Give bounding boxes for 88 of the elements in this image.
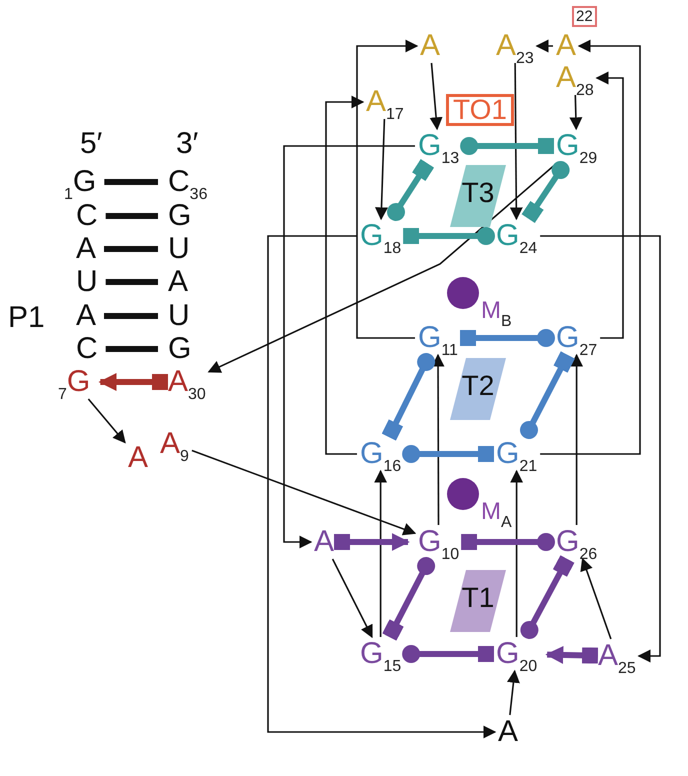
- nucleotide-label: A$_{17}$: [366, 86, 404, 118]
- nucleotide-label: A: [556, 30, 576, 62]
- backbone-arrow: [332, 558, 373, 638]
- nucleotide-label: A: [314, 526, 334, 558]
- ion-sphere: [447, 478, 479, 510]
- base-pair-bar: [382, 557, 436, 641]
- backbone-arrow: [540, 40, 641, 455]
- backbone-arrow: [510, 63, 523, 220]
- nucleotide-label: G$_{10}$: [418, 526, 460, 558]
- backbone-arrow: [375, 118, 388, 220]
- base-pair-bar: [104, 313, 158, 319]
- base-pair-bar: [106, 346, 158, 352]
- nucleotide-label: A: [76, 300, 96, 332]
- nucleotide-label: $_{1}$G: [64, 166, 96, 198]
- base-pair-bar: [402, 645, 494, 663]
- nucleotide-label: A: [168, 266, 188, 298]
- backbone-arrow: [596, 72, 624, 339]
- residue-number-box: 22: [572, 6, 597, 27]
- backbone-arrow: [569, 94, 582, 130]
- base-pair-bar: [403, 227, 495, 245]
- nucleotide-label: A: [76, 233, 96, 265]
- base-pair-bar: [520, 351, 575, 439]
- ion-label: M$_{A}$: [481, 498, 512, 526]
- backbone-arrow: [570, 354, 584, 525]
- nucleotide-label: G$_{11}$: [418, 322, 458, 354]
- backbone-arrow: [510, 470, 524, 637]
- nucleotide-label: A: [128, 442, 148, 474]
- nucleotide-label: G$_{13}$: [418, 130, 460, 162]
- tetrad-plane: T2: [450, 358, 506, 420]
- backbone-arrow: [432, 354, 445, 525]
- nucleotide-label: C: [76, 200, 98, 232]
- nucleotide-label: C: [76, 333, 98, 365]
- tetrad-plane: T1: [450, 570, 506, 632]
- base-pair-bar: [98, 373, 168, 391]
- backbone-arrow: [356, 40, 418, 339]
- ion-sphere: [447, 277, 479, 309]
- backbone-arrow: [267, 235, 496, 738]
- base-pair-bar: [460, 137, 554, 155]
- nucleotide-label: A$_{9}$: [160, 428, 189, 460]
- nucleotide-label: A: [498, 716, 518, 748]
- backbone-arrow: [325, 96, 364, 455]
- nucleotide-label: G$_{27}$: [556, 322, 598, 354]
- backbone-arrow: [374, 470, 388, 637]
- nucleotide-label: G: [168, 200, 192, 232]
- backbone-arrow: [506, 670, 520, 716]
- nucleotide-label: G$_{16}$: [360, 438, 402, 470]
- stem-label: P1: [8, 302, 45, 334]
- nucleotide-label: $_{7}$G: [58, 366, 90, 398]
- nucleotide-label: G: [168, 333, 192, 365]
- base-pair-bar: [387, 158, 434, 221]
- base-pair-bar: [106, 213, 158, 219]
- base-pair-bar: [520, 555, 575, 639]
- nucleotide-label: U: [168, 233, 190, 265]
- nucleotide-label: A$_{23}$: [496, 30, 534, 62]
- strand-end-label: 5′: [80, 128, 102, 160]
- backbone-arrow: [536, 40, 553, 52]
- nucleotide-label: G$_{26}$: [556, 526, 598, 558]
- backbone-arrow: [192, 450, 416, 536]
- nucleotide-label: U: [76, 266, 98, 298]
- nucleotide-label: G$_{15}$: [360, 638, 402, 670]
- ligand-label: TO1: [446, 94, 514, 126]
- base-pair-bar: [334, 533, 410, 551]
- base-pair-bar: [545, 646, 598, 664]
- backbone-arrow: [88, 398, 126, 444]
- nucleotide-label: A$_{30}$: [168, 366, 206, 398]
- base-pair-bar: [522, 161, 570, 224]
- backbone-arrow: [430, 62, 443, 130]
- nucleotide-label: G$_{18}$: [360, 220, 402, 252]
- nucleotide-label: U: [168, 300, 190, 332]
- nucleotide-label: G$_{20}$: [496, 638, 538, 670]
- ion-label: M$_{B}$: [481, 297, 512, 325]
- nucleotide-label: A$_{25}$: [598, 640, 636, 672]
- backbone-arrow: [580, 558, 612, 640]
- nucleotide-label: G$_{21}$: [496, 438, 538, 470]
- nucleotide-label: A: [420, 30, 440, 62]
- base-pair-bar: [104, 246, 158, 252]
- base-pair-bar: [461, 533, 555, 551]
- backbone-arrow: [540, 235, 661, 662]
- base-pair-bar: [106, 279, 158, 285]
- base-pair-bar: [104, 179, 158, 185]
- backbone-arrow: [283, 145, 415, 548]
- nucleotide-label: G$_{29}$: [556, 130, 598, 162]
- strand-end-label: 3′: [176, 128, 198, 160]
- nucleotide-label: C$_{36}$: [168, 166, 208, 198]
- base-pair-bar: [382, 353, 436, 441]
- base-pair-bar: [402, 445, 494, 463]
- base-pair-bar: [460, 329, 555, 347]
- nucleotide-label: A$_{28}$: [556, 62, 594, 94]
